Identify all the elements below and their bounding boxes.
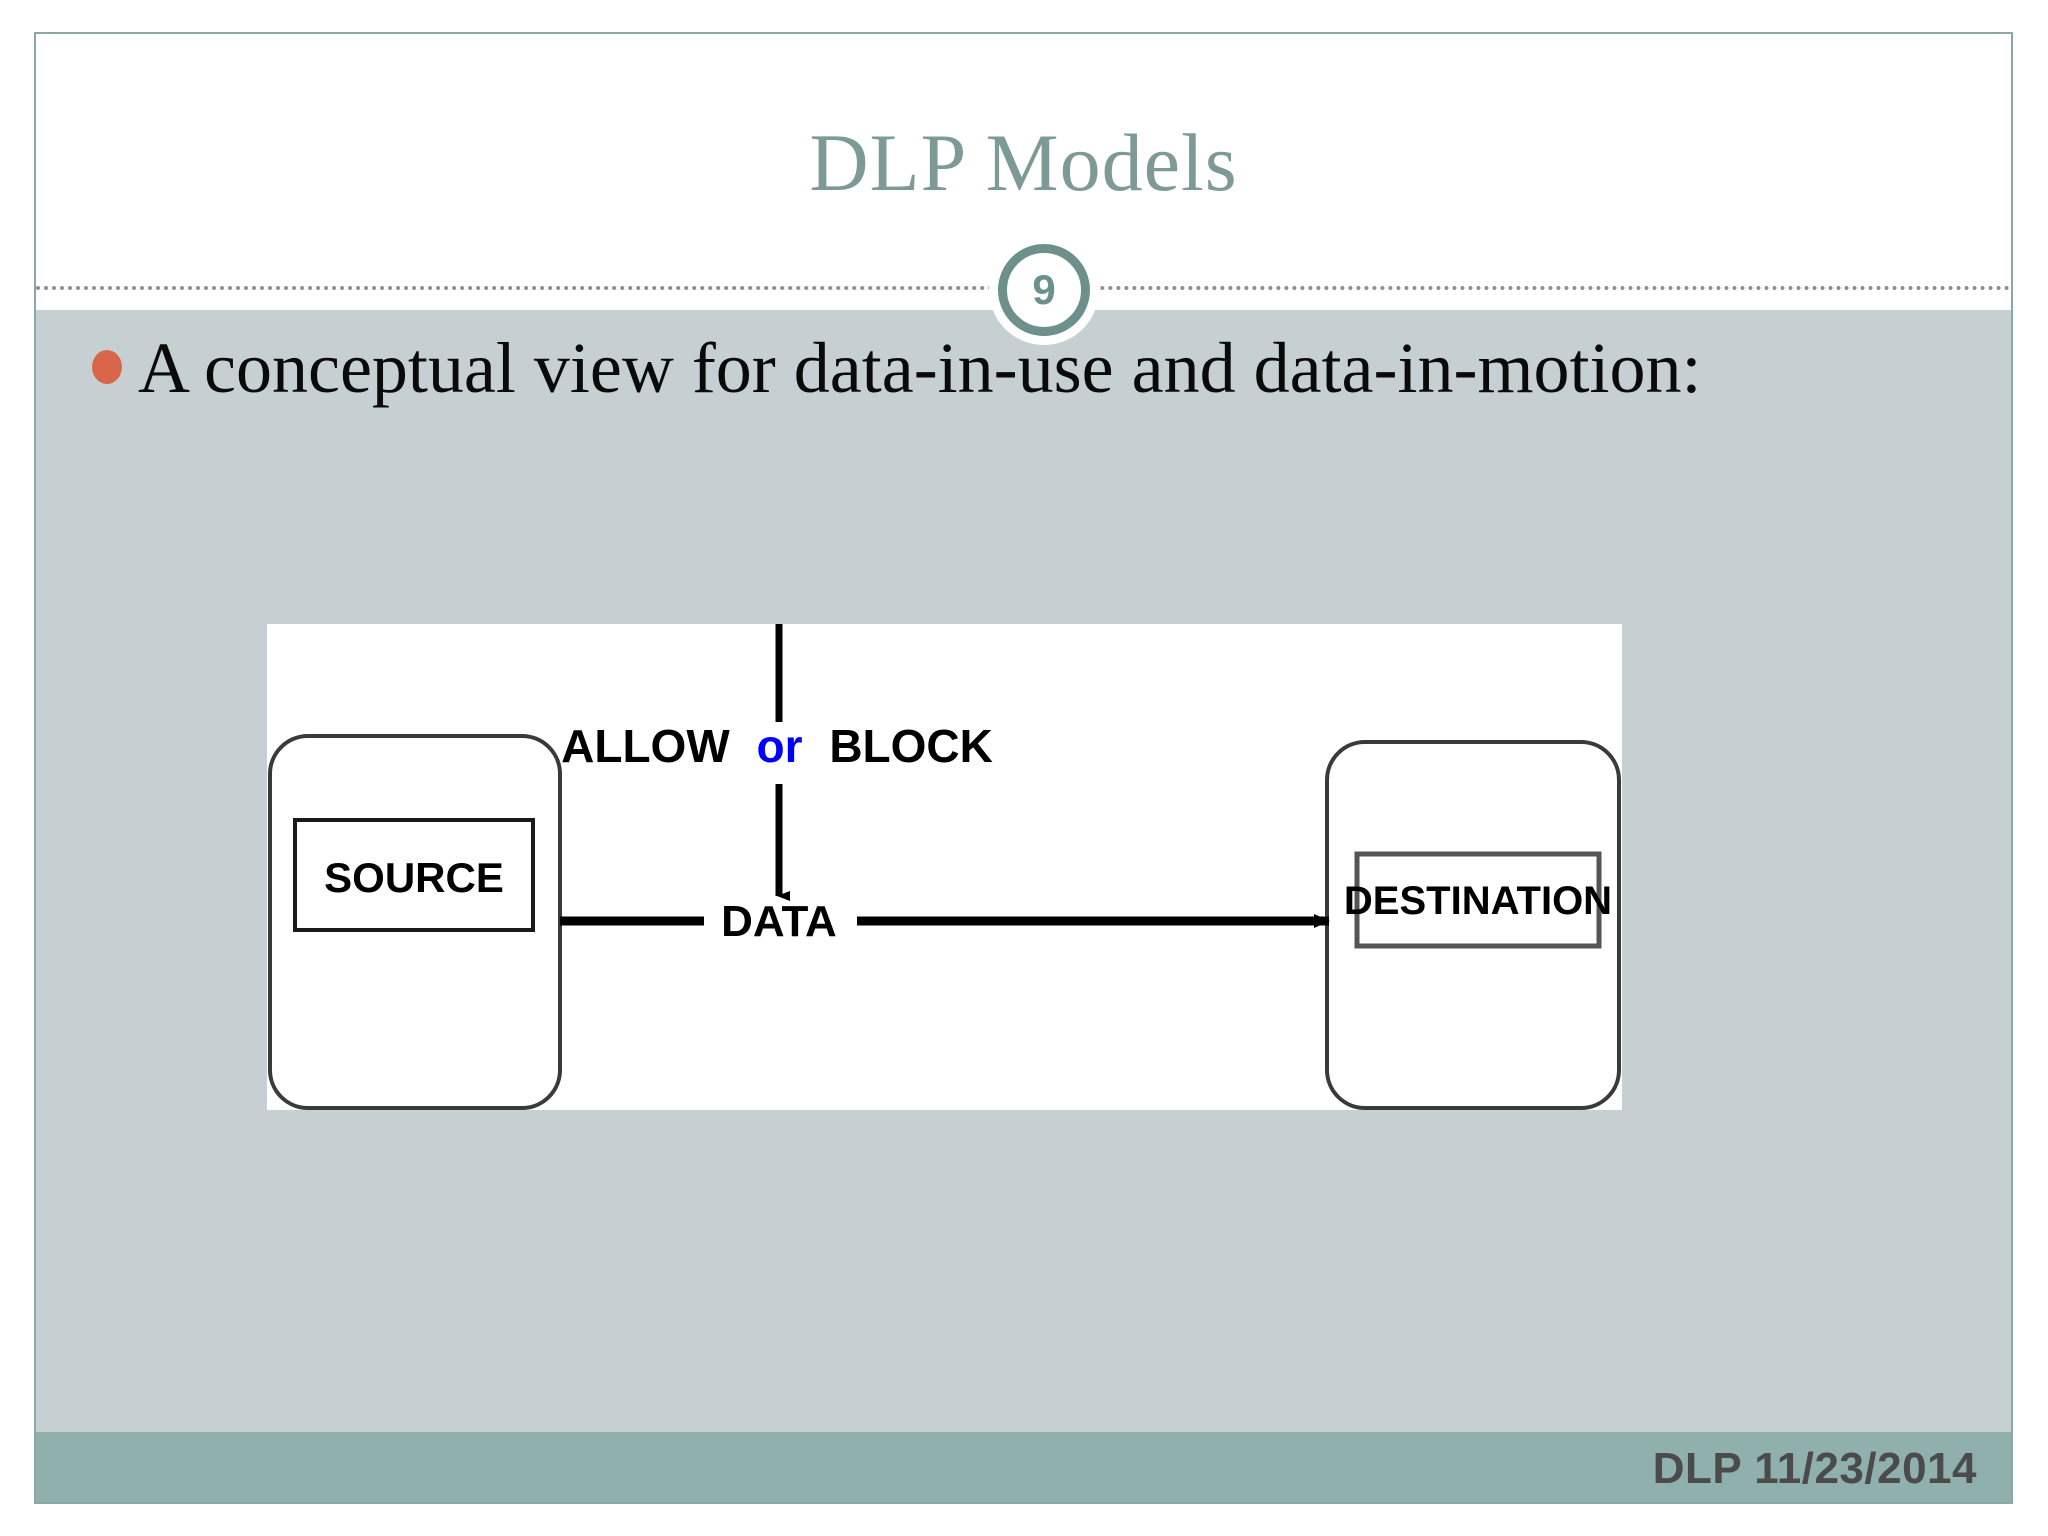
page-number-ring <box>998 244 1090 336</box>
bullet-dot-icon <box>92 350 122 384</box>
decision-label-block: BLOCK <box>829 720 993 772</box>
page-number-halo <box>989 235 1099 345</box>
destination-node-inner-box <box>1354 851 1602 949</box>
page-number-value: 9 <box>1032 266 1056 313</box>
bullet-text: A conceptual view for data-in-use and da… <box>138 328 1702 408</box>
bullet-list-item: A conceptual view for data-in-use and da… <box>92 328 1882 409</box>
source-node-inner-box <box>293 818 535 932</box>
decision-label: ALLOW or BLOCK <box>561 720 993 772</box>
diagram-canvas: ALLOW or BLOCK SOURCE DESTINATION <box>268 624 1621 1110</box>
slide: DLP Models 9 A conceptual view for data-… <box>34 32 2013 1504</box>
data-flow-label: DATA <box>721 897 837 946</box>
slide-footer: DLP 11/23/2014 <box>36 1432 2011 1502</box>
dlp-flow-diagram: ALLOW or BLOCK SOURCE DESTINATION <box>267 624 1622 1110</box>
slide-body: A conceptual view for data-in-use and da… <box>36 310 2011 1432</box>
page-title: DLP Models <box>809 117 1238 208</box>
footer-text: DLP 11/23/2014 <box>1652 1444 1977 1493</box>
page-number-badge: 9 <box>989 235 1099 345</box>
decision-label-allow: ALLOW <box>561 720 730 772</box>
decision-label-or: or <box>757 720 803 772</box>
source-node-label: SOURCE <box>324 854 504 901</box>
destination-node-label: DESTINATION <box>1344 879 1612 923</box>
